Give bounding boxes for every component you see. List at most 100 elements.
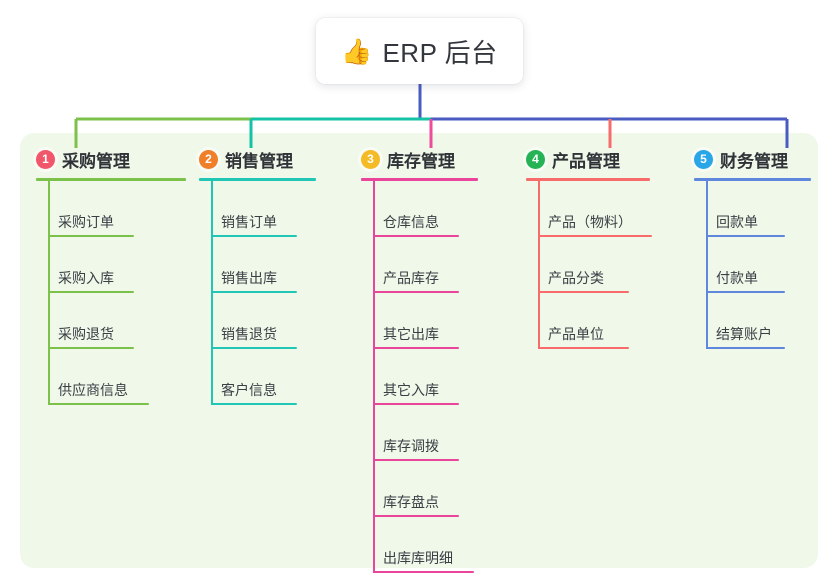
branch-item-rule (374, 571, 474, 573)
branch-column-3: 3 库存管理仓库信息产品库存其它出库其它入库库存调拨库存盘点出库库明细 (361, 146, 478, 573)
branch-item[interactable]: 采购退货 (36, 293, 186, 349)
branch-header-4[interactable]: 4 产品管理 (526, 146, 650, 172)
branch-item[interactable]: 其它出库 (361, 293, 478, 349)
branch-item[interactable]: 库存调拨 (361, 405, 478, 461)
branch-item-rule (49, 347, 134, 349)
branch-item-rule (539, 235, 652, 237)
root-title-card[interactable]: 👍 ERP 后台 (316, 18, 523, 84)
branch-item-rule (212, 403, 297, 405)
branch-item-label: 仓库信息 (383, 214, 439, 230)
branch-item-label: 产品单位 (548, 326, 604, 342)
branch-item[interactable]: 产品分类 (526, 237, 650, 293)
branch-spine (211, 181, 213, 405)
branch-item-rule (49, 235, 134, 237)
branch-number-badge: 2 (199, 149, 218, 169)
branch-item-label: 采购订单 (58, 214, 114, 230)
branch-item-rule (707, 291, 785, 293)
branch-item-label: 产品库存 (383, 270, 439, 286)
branch-spine (538, 181, 540, 349)
branch-header-3[interactable]: 3 库存管理 (361, 146, 478, 172)
branch-item-label: 产品（物料） (548, 214, 632, 230)
branch-column-4: 4 产品管理产品（物料） 产品分类产品单位 (526, 146, 652, 349)
branch-number-badge: 5 (694, 149, 713, 169)
branch-item-label: 产品分类 (548, 270, 604, 286)
branch-item[interactable]: 销售出库 (199, 237, 316, 293)
branch-title: 产品管理 (552, 151, 620, 171)
branch-header-5[interactable]: 5 财务管理 (694, 146, 811, 172)
branch-item[interactable]: 付款单 (694, 237, 811, 293)
branch-item-label: 付款单 (716, 270, 758, 286)
branch-number-badge: 4 (526, 149, 545, 169)
branch-item[interactable]: 客户信息 (199, 349, 316, 405)
branch-column-5: 5 财务管理回款单付款单结算账户 (694, 146, 811, 349)
branch-item-rule (212, 291, 297, 293)
branch-item[interactable]: 出库库明细 (361, 517, 478, 573)
branch-item-label: 库存盘点 (383, 494, 439, 510)
branch-item-list: 回款单付款单结算账户 (694, 181, 811, 349)
branch-item-label: 其它出库 (383, 326, 439, 342)
branch-item[interactable]: 结算账户 (694, 293, 811, 349)
branch-number-badge: 3 (361, 149, 380, 169)
branch-item-list: 仓库信息产品库存其它出库其它入库库存调拨库存盘点出库库明细 (361, 181, 478, 573)
branch-item-rule (374, 347, 459, 349)
branch-item-label: 客户信息 (221, 382, 277, 398)
branch-item-label: 结算账户 (716, 326, 772, 342)
branch-column-1: 1 采购管理采购订单采购入库采购退货供应商信息 (36, 146, 186, 405)
branch-spine (48, 181, 50, 405)
branch-item-label: 销售订单 (221, 214, 277, 230)
branch-header-rule (361, 178, 478, 181)
branch-item-rule (374, 515, 459, 517)
branch-header-1[interactable]: 1 采购管理 (36, 146, 186, 172)
branch-item-rule (49, 403, 149, 405)
branch-header-rule (694, 178, 811, 181)
branch-item-rule (374, 235, 459, 237)
branch-column-2: 2 销售管理销售订单销售出库销售退货客户信息 (199, 146, 316, 405)
branch-item[interactable]: 库存盘点 (361, 461, 478, 517)
branch-item[interactable]: 产品单位 (526, 293, 650, 349)
diagram-background-panel (20, 133, 818, 568)
branch-item[interactable]: 回款单 (694, 181, 811, 237)
branch-title: 财务管理 (720, 151, 788, 171)
branch-spine (706, 181, 708, 349)
branch-item-label: 销售退货 (221, 326, 277, 342)
branch-item[interactable]: 销售退货 (199, 293, 316, 349)
branch-item-rule (539, 347, 629, 349)
branch-item[interactable]: 采购入库 (36, 237, 186, 293)
branch-title: 销售管理 (225, 151, 293, 171)
branch-item-list: 产品（物料） 产品分类产品单位 (526, 181, 652, 349)
branch-item-label: 出库库明细 (383, 550, 453, 566)
branch-item-label: 回款单 (716, 214, 758, 230)
branch-item[interactable]: 其它入库 (361, 349, 478, 405)
branch-item-rule (212, 347, 297, 349)
branch-item[interactable]: 供应商信息 (36, 349, 186, 405)
branch-number-badge: 1 (36, 149, 55, 169)
branch-header-rule (526, 178, 650, 181)
branch-item-label: 采购退货 (58, 326, 114, 342)
branch-title: 库存管理 (387, 151, 455, 171)
branch-item-rule (212, 235, 297, 237)
branch-item-label: 供应商信息 (58, 382, 128, 398)
branch-item[interactable]: 采购订单 (36, 181, 186, 237)
branch-item-label: 其它入库 (383, 382, 439, 398)
branch-item-rule (374, 403, 459, 405)
branch-item-rule (539, 291, 629, 293)
branch-header-rule (36, 178, 186, 181)
branch-item[interactable]: 销售订单 (199, 181, 316, 237)
branch-title: 采购管理 (62, 151, 130, 171)
branch-header-2[interactable]: 2 销售管理 (199, 146, 316, 172)
branch-item-list: 采购订单采购入库采购退货供应商信息 (36, 181, 186, 405)
branch-item[interactable]: 产品库存 (361, 237, 478, 293)
branch-item-label: 库存调拨 (383, 438, 439, 454)
branch-item-rule (374, 459, 459, 461)
branch-spine (373, 181, 375, 573)
branch-item-rule (707, 347, 785, 349)
branch-header-rule (199, 178, 316, 181)
root-title-text: ERP 后台 (382, 37, 498, 68)
branch-item-rule (707, 235, 785, 237)
branch-item[interactable]: 仓库信息 (361, 181, 478, 237)
branch-item[interactable]: 产品（物料） (526, 181, 652, 237)
branch-item-label: 销售出库 (221, 270, 277, 286)
branch-item-rule (49, 291, 134, 293)
branch-item-rule (374, 291, 459, 293)
